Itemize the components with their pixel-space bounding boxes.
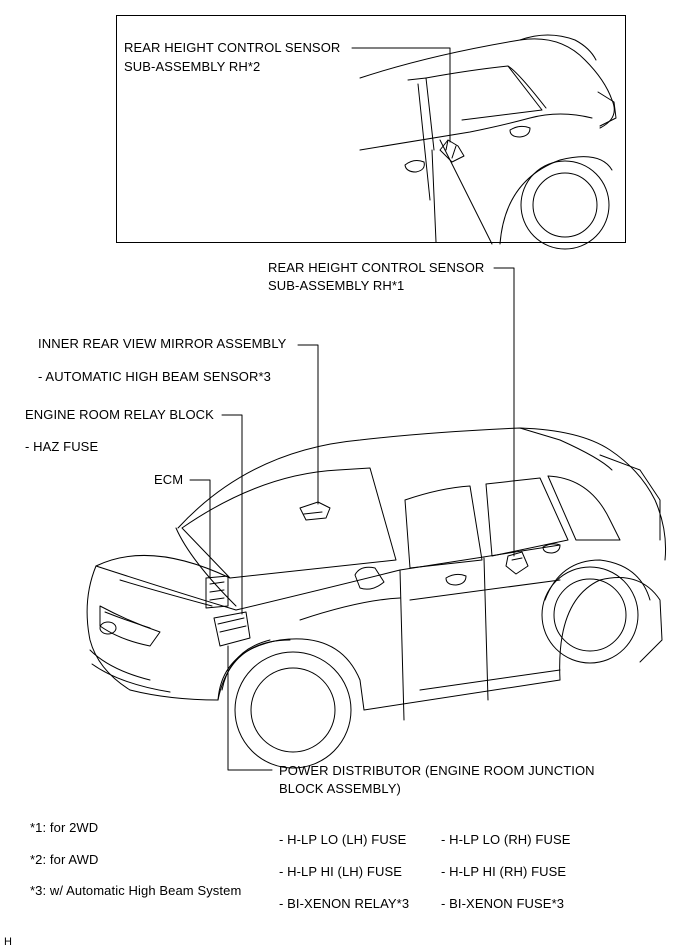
fuse-item: - H-LP LO (LH) FUSE: [279, 832, 407, 847]
relay-block-label: ENGINE ROOM RELAY BLOCK: [25, 407, 214, 422]
footnote-1: *1: for 2WD: [30, 820, 99, 835]
rear-sensor-unit: [505, 551, 529, 575]
mirror-label: INNER REAR VIEW MIRROR ASSEMBLY: [38, 336, 287, 351]
footnote-2: *2: for AWD: [30, 852, 99, 867]
ecm-leader: [189, 479, 211, 579]
footnote-3: *3: w/ Automatic High Beam System: [30, 883, 242, 898]
corner-mark: H: [4, 936, 13, 948]
relay-sub-label: - HAZ FUSE: [25, 439, 99, 454]
inset-sensor-leader: [351, 47, 451, 143]
rear-sensor-label-line2: SUB-ASSEMBLY RH*1: [268, 278, 405, 293]
power-distributor-unit: [213, 611, 251, 647]
inset-frame: [116, 15, 626, 243]
fuse-item: - BI-XENON FUSE*3: [441, 896, 565, 911]
mirror-sub-label: - AUTOMATIC HIGH BEAM SENSOR*3: [38, 369, 271, 384]
inset-sensor-label-line1: REAR HEIGHT CONTROL SENSOR: [124, 40, 341, 55]
ecm-label: ECM: [154, 472, 184, 487]
inner-mirror-unit: [299, 501, 331, 521]
fuse-item: - BI-XENON RELAY*3: [279, 896, 410, 911]
distributor-leader: [227, 645, 273, 771]
main-vehicle: [86, 427, 666, 769]
rear-sensor-leader: [493, 267, 515, 557]
ecm-unit: [205, 575, 229, 609]
fuse-item: - H-LP HI (RH) FUSE: [441, 864, 567, 879]
mirror-leader: [297, 344, 319, 505]
fuse-item: - H-LP HI (LH) FUSE: [279, 864, 403, 879]
distributor-label-line2: BLOCK ASSEMBLY): [279, 781, 401, 796]
fuse-item: - H-LP LO (RH) FUSE: [441, 832, 571, 847]
rear-sensor-label-line1: REAR HEIGHT CONTROL SENSOR: [268, 260, 485, 275]
distributor-label-line1: POWER DISTRIBUTOR (ENGINE ROOM JUNCTION: [279, 763, 595, 778]
inset-vehicle-rear: [359, 34, 617, 250]
relay-block-leader: [221, 414, 243, 615]
inset-sensor-label-line2: SUB-ASSEMBLY RH*2: [124, 59, 261, 74]
